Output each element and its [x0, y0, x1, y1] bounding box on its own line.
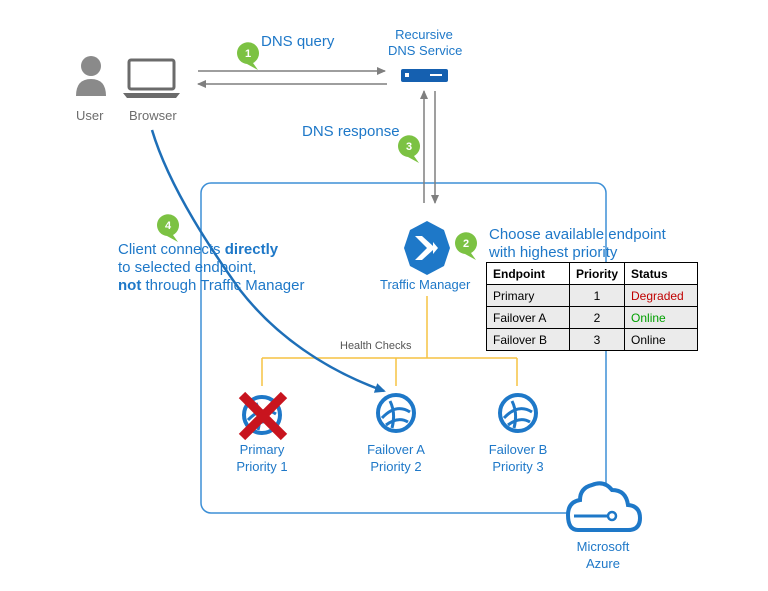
cell-status: Online	[624, 306, 699, 329]
step-1-number: 1	[245, 48, 251, 60]
dns-service-label-line1: Recursive	[395, 27, 453, 42]
table-row: Failover A 2 Online	[486, 306, 699, 329]
table-row: Failover B 3 Online	[486, 328, 699, 351]
table-header-row: Endpoint Priority Status	[486, 262, 699, 285]
dns-service-label-line2: DNS Service	[388, 43, 463, 58]
step-3-number: 3	[406, 141, 412, 153]
traffic-manager-label: Traffic Manager	[380, 277, 471, 292]
client-connects-line3: not through Traffic Manager	[118, 277, 304, 294]
client-not-text: not	[118, 277, 142, 294]
failover-a-endpoint-icon	[376, 393, 416, 433]
endpoint-priority-table: Endpoint Priority Status Primary 1 Degra…	[486, 262, 699, 351]
dns-server-icon	[401, 69, 448, 82]
header-status: Status	[624, 262, 699, 285]
step-badge-1: 1	[236, 42, 259, 70]
direct-connection-arrow	[150, 129, 386, 393]
step-4-number: 4	[165, 220, 172, 232]
client-connects-line2: to selected endpoint,	[118, 259, 257, 276]
azure-label-line1: Microsoft	[576, 539, 630, 554]
dns-query-label: DNS query	[261, 33, 335, 50]
primary-priority: Priority 1	[236, 459, 288, 474]
failover-a-priority: Priority 2	[370, 459, 422, 474]
step-2-number: 2	[463, 238, 469, 250]
step-badge-3: 3	[397, 135, 420, 163]
cell-priority: 2	[568, 306, 626, 329]
azure-label-line2: Azure	[586, 556, 620, 571]
cell-status: Degraded	[624, 284, 699, 307]
browser-label: Browser	[129, 108, 177, 123]
traffic-manager-icon	[404, 221, 450, 275]
choose-endpoint-line2: with highest priority	[489, 244, 618, 261]
user-icon	[76, 56, 106, 96]
step-badge-4: 4	[156, 214, 179, 242]
dns-response-label: DNS response	[302, 123, 400, 140]
azure-cloud-icon	[565, 481, 643, 532]
laptop-icon	[123, 58, 180, 98]
failover-a-name: Failover A	[367, 442, 425, 457]
cell-endpoint: Primary	[486, 284, 570, 307]
user-label: User	[76, 108, 104, 123]
header-priority: Priority	[568, 262, 626, 285]
client-connects-line1: Client connects directly	[118, 241, 278, 258]
health-check-lines	[261, 296, 518, 386]
health-checks-label: Health Checks	[340, 340, 412, 352]
step-badge-2: 2	[454, 232, 477, 260]
failover-b-endpoint-icon	[498, 393, 538, 433]
cell-endpoint: Failover A	[486, 306, 570, 329]
failed-x-icon	[238, 391, 288, 441]
cell-status: Online	[624, 328, 699, 351]
client-through-text: through Traffic Manager	[141, 277, 305, 294]
failover-b-priority: Priority 3	[492, 459, 544, 474]
choose-endpoint-line1: Choose available endpoint	[489, 226, 666, 243]
cell-priority: 1	[568, 284, 626, 307]
table-row: Primary 1 Degraded	[486, 284, 699, 307]
primary-name: Primary	[239, 442, 285, 457]
cell-priority: 3	[568, 328, 626, 351]
cell-endpoint: Failover B	[486, 328, 570, 351]
header-endpoint: Endpoint	[486, 262, 570, 285]
client-connects-text: Client connects	[118, 241, 225, 258]
client-directly-text: directly	[224, 241, 279, 258]
failover-b-name: Failover B	[488, 442, 548, 457]
